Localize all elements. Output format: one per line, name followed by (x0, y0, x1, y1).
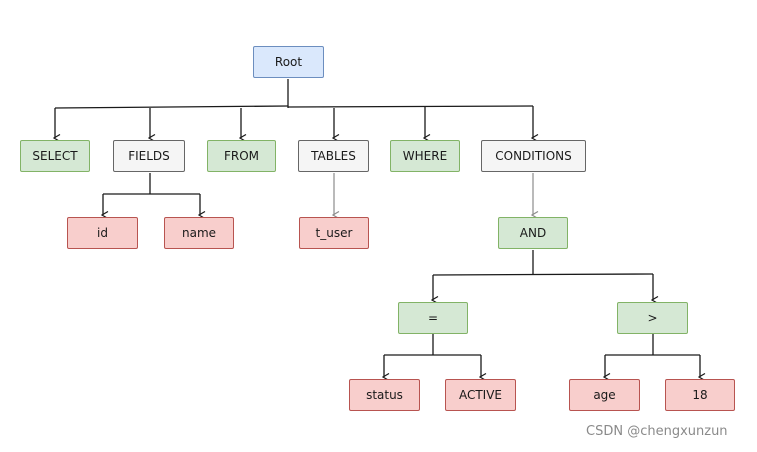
node-age: age (569, 379, 640, 411)
node-name: name (164, 217, 234, 249)
node-where: WHERE (390, 140, 460, 172)
node-conditions: CONDITIONS (481, 140, 586, 172)
edges-gt-children (605, 334, 700, 377)
node-tables: TABLES (298, 140, 369, 172)
node-root: Root (253, 46, 324, 78)
watermark: CSDN @chengxunzun (586, 424, 728, 439)
edges-fields-children (103, 173, 200, 215)
node-select: SELECT (20, 140, 90, 172)
node-status: status (349, 379, 420, 411)
node-t-user: t_user (299, 217, 369, 249)
node-and: AND (498, 217, 568, 249)
node-id: id (67, 217, 138, 249)
node-from: FROM (207, 140, 276, 172)
edges-and-children (433, 250, 653, 300)
node-fields: FIELDS (113, 140, 185, 172)
edges-root-level1 (55, 79, 533, 138)
node-equals: = (398, 302, 468, 334)
node-active: ACTIVE (445, 379, 516, 411)
edges-eq-children (384, 334, 481, 377)
node-18: 18 (665, 379, 735, 411)
node-greater-than: > (617, 302, 688, 334)
